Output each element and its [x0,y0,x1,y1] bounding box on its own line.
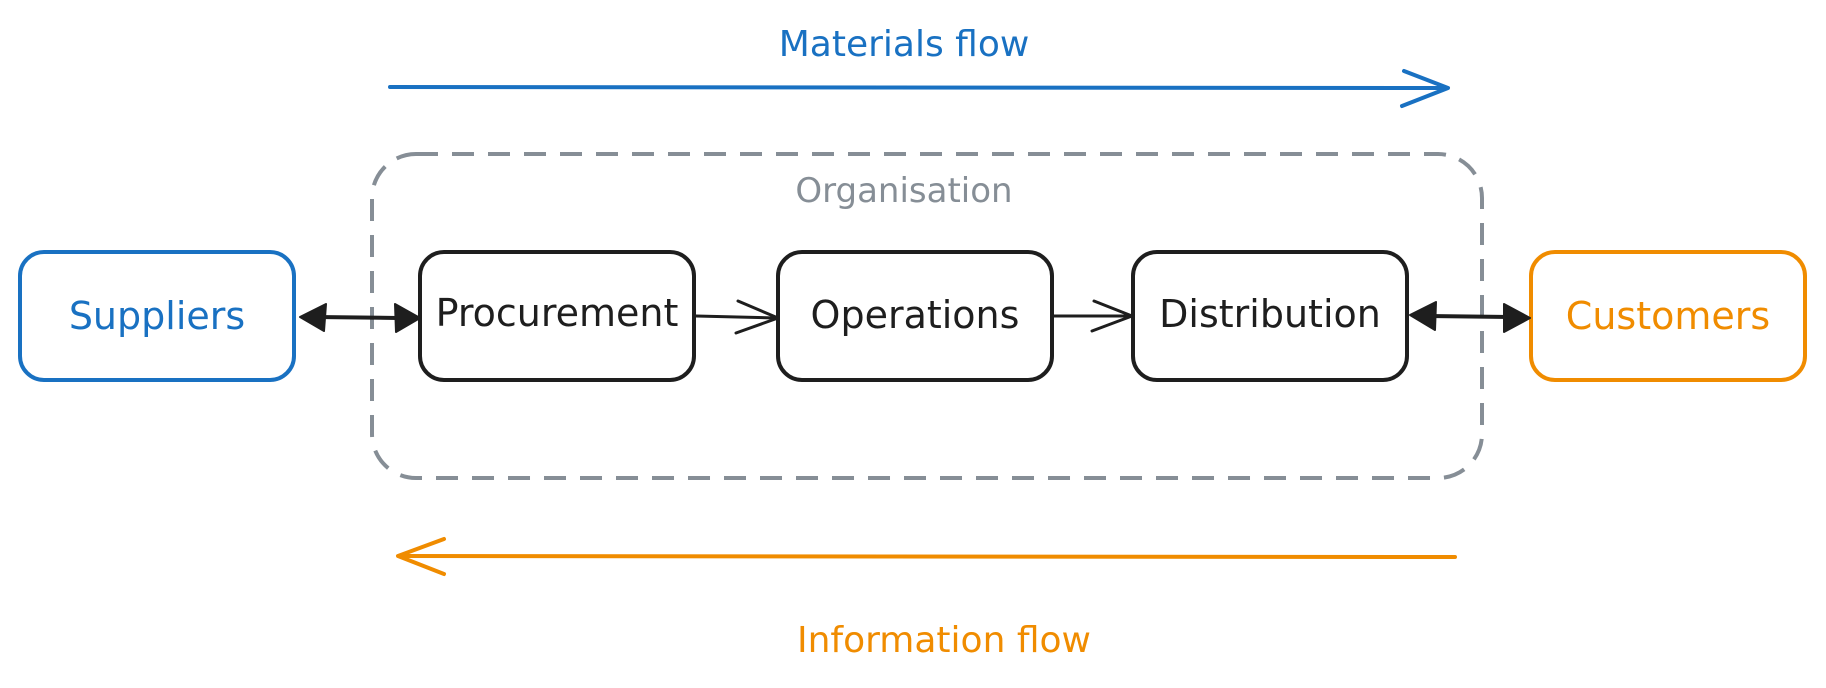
suppliers-node[interactable]: Suppliers [18,250,296,382]
suppliers-procurement-connector [299,303,421,333]
customers-label: Customers [1566,294,1770,338]
operations-distribution-arrow [1052,299,1134,333]
organisation-label: Organisation [795,171,1012,211]
distribution-node[interactable]: Distribution [1131,250,1409,382]
procurement-label: Procurement [436,291,679,335]
materials-flow-label: Materials flow [779,24,1030,65]
distribution-label: Distribution [1159,292,1381,336]
information-flow-label: Information flow [797,620,1091,661]
materials-flow-arrow [388,69,1450,108]
procurement-operations-arrow [694,299,780,335]
customers-node[interactable]: Customers [1529,250,1807,382]
distribution-customers-connector [1409,301,1531,333]
operations-label: Operations [811,293,1020,337]
suppliers-label: Suppliers [69,294,245,338]
procurement-node[interactable]: Procurement [418,250,696,382]
operations-node[interactable]: Operations [776,250,1054,382]
information-flow-arrow [396,537,1457,576]
